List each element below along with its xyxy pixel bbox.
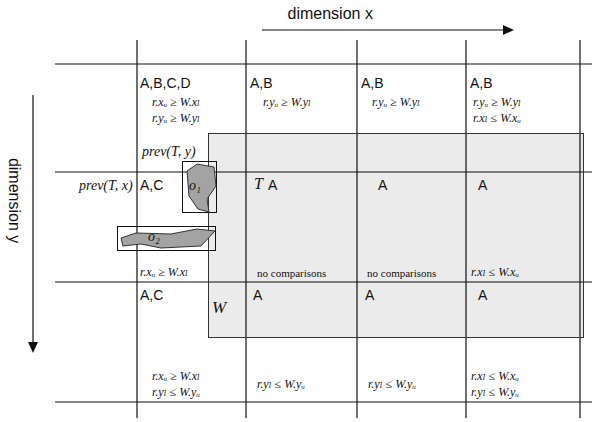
class-list: A,C — [140, 287, 163, 304]
class-list: A,B — [470, 75, 493, 92]
class-list: A,B,C,D — [140, 75, 191, 92]
tile-name: prev(T, y) — [142, 144, 196, 161]
grid-lines — [55, 40, 592, 418]
condition: r.xᵤ ≥ W.xₗ — [152, 369, 200, 383]
object-shape — [118, 227, 217, 252]
condition: r.xₗ ≤ W.xᵤ — [471, 265, 519, 279]
condition: r.xᵤ ≥ W.xₗ — [152, 95, 200, 109]
tile-name: T — [254, 174, 263, 193]
class-list: A,C — [140, 177, 163, 194]
class-list: A — [253, 287, 262, 304]
grid-line — [55, 63, 592, 64]
class-list: A — [365, 287, 374, 304]
note: no comparisons — [367, 267, 436, 280]
class-list: A — [478, 287, 487, 304]
arrow-head — [28, 342, 38, 353]
condition: r.yᵤ ≥ W.yₗ — [263, 95, 311, 109]
arrow-head — [503, 25, 514, 35]
object-polygon — [121, 229, 215, 248]
axis-label: dimension y — [5, 157, 24, 242]
axis-label: dimension x — [288, 4, 373, 23]
object-polygon — [187, 164, 216, 212]
object-mbr: o₂ — [117, 226, 216, 251]
node-label: W — [212, 298, 226, 318]
class-list: A,B — [361, 75, 384, 92]
condition: r.yₗ ≤ W.yᵤ — [368, 377, 416, 391]
class-list: A — [268, 177, 277, 194]
condition: r.xₗ ≤ W.xᵤ — [473, 111, 521, 125]
class-list: A,B — [250, 75, 273, 92]
object-mbr: o₁ — [182, 161, 217, 213]
axis-arrow — [262, 29, 504, 30]
class-list: A — [478, 177, 487, 194]
condition: r.yₗ ≤ W.yᵤ — [152, 385, 200, 399]
condition: r.xᵤ ≥ W.xₗ — [140, 265, 188, 279]
condition: r.yᵤ ≥ W.yₗ — [152, 111, 200, 125]
condition: r.yₗ ≤ W.yᵤ — [257, 377, 305, 391]
condition: r.yₗ ≤ W.yᵤ — [471, 385, 519, 399]
condition: r.yᵤ ≥ W.yₗ — [372, 95, 420, 109]
class-list: A — [378, 177, 387, 194]
node-label: o₂ — [148, 229, 160, 246]
window-region: W — [208, 133, 584, 338]
node-label: o₁ — [189, 178, 201, 195]
condition: r.xₗ ≤ W.xᵤ — [471, 369, 519, 383]
condition: r.yᵤ ≥ W.yₗ — [473, 95, 521, 109]
grid-line — [55, 401, 592, 402]
grid-line — [136, 40, 137, 418]
tile-name: prev(T, x) — [79, 178, 133, 195]
note: no comparisons — [257, 267, 326, 280]
axis-arrow — [32, 95, 33, 342]
